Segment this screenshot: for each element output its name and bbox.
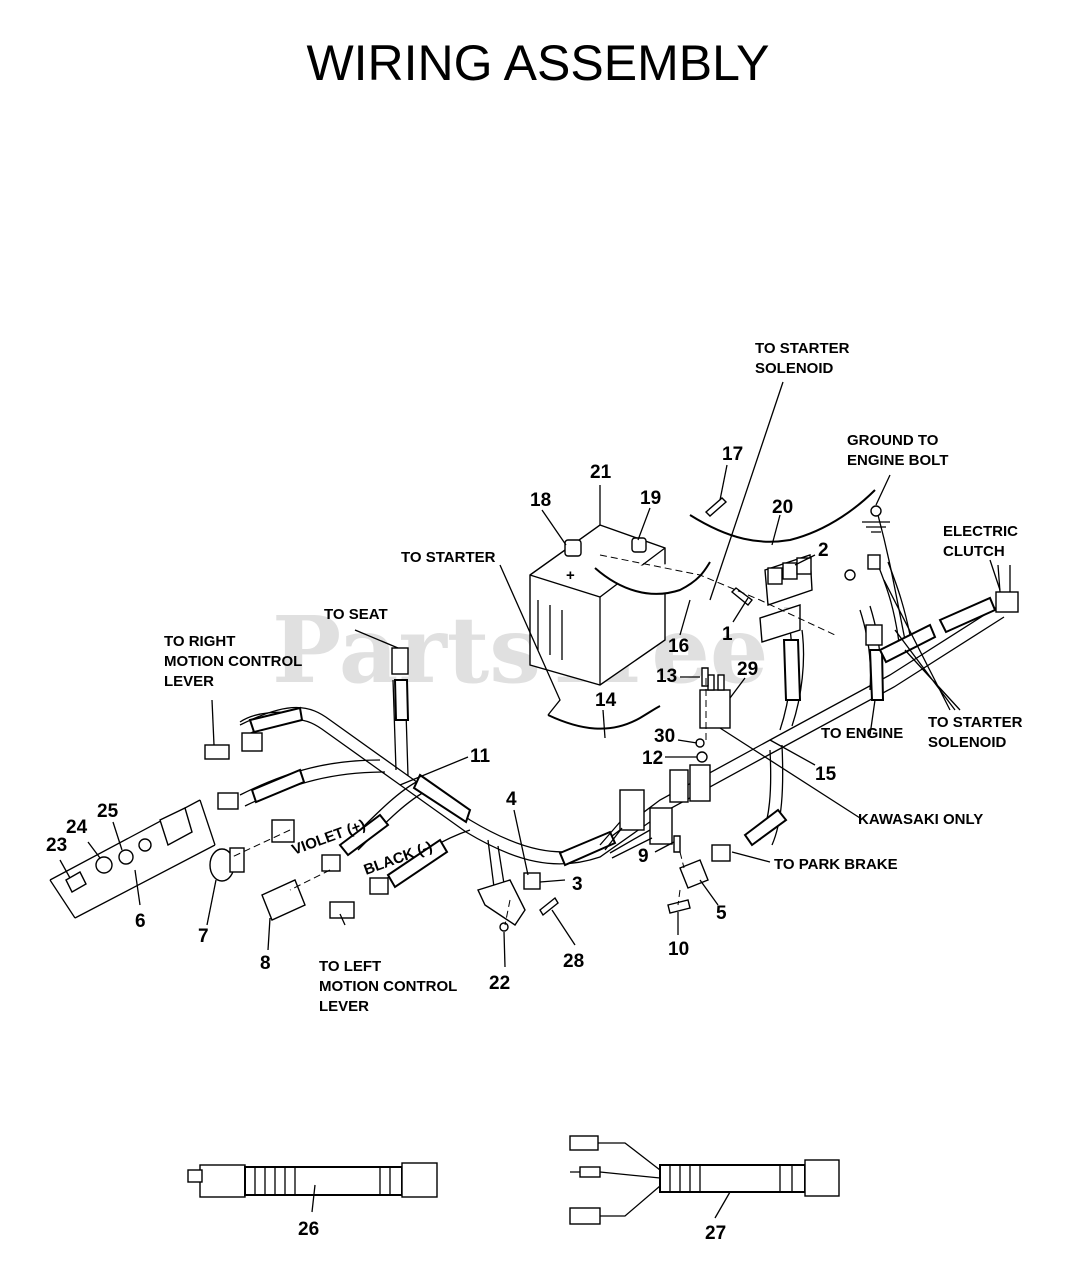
callout-28: 28: [563, 951, 584, 972]
callout-30: 30: [654, 726, 675, 747]
label-left-motion-3: LEVER: [319, 998, 369, 1015]
callout-9: 9: [638, 846, 649, 867]
callout-10: 10: [668, 939, 689, 960]
switch-bracket: [477, 872, 559, 932]
callout-15: 15: [815, 764, 837, 785]
callout-21: 21: [590, 462, 612, 483]
callout-16: 16: [668, 636, 689, 657]
callout-29: 29: [737, 659, 758, 680]
harness-27: [569, 1135, 840, 1225]
callout-8: 8: [260, 953, 271, 974]
ground-cable-20: [689, 489, 876, 543]
label-ground-1: GROUND TO: [847, 432, 939, 449]
switch-8: [261, 879, 306, 921]
callout-23: 23: [46, 835, 67, 856]
callout-27: 27: [705, 1223, 726, 1244]
callout-19: 19: [640, 488, 661, 509]
callout-20: 20: [772, 497, 793, 518]
label-left-motion-1: TO LEFT: [319, 958, 381, 975]
callout-14: 14: [595, 690, 617, 711]
label-left-motion-2: MOTION CONTROL: [319, 978, 457, 995]
label-clutch-1: ELECTRIC: [943, 523, 1018, 540]
leader-lines: [59, 381, 1001, 1219]
solenoid-connector: [865, 624, 883, 646]
battery-plus-mark: +: [566, 567, 575, 584]
right-motion-switch: [204, 744, 230, 760]
clutch-connector: [995, 591, 1019, 613]
engine-terminal: [844, 569, 856, 581]
label-to-starter-solenoid-right-2: SOLENOID: [928, 734, 1007, 751]
relay-module: [759, 554, 813, 643]
harness-connector-block: [599, 764, 711, 859]
callout-13: 13: [656, 666, 677, 687]
meter-connector: [271, 819, 295, 843]
callout-5: 5: [716, 903, 727, 924]
callout-18: 18: [530, 490, 551, 511]
black-connector: [369, 877, 389, 895]
label-to-seat: TO SEAT: [324, 606, 388, 623]
extension-harness-26: [187, 1162, 438, 1198]
kawasaki-solenoid: [699, 674, 731, 729]
label-to-starter-solenoid-right-1: TO STARTER: [928, 714, 1023, 731]
battery-cable-16: [594, 561, 711, 595]
clip-10: [667, 899, 691, 914]
callout-24: 24: [66, 817, 88, 838]
callout-1: 1: [722, 624, 733, 645]
park-brake-connector: [711, 844, 731, 862]
nut-12: [696, 751, 708, 763]
ignition-connector: [217, 792, 239, 810]
label-clutch-2: CLUTCH: [943, 543, 1005, 560]
right-motion-connector: [241, 732, 263, 752]
label-to-starter-solenoid-top-1: TO STARTER: [755, 340, 850, 357]
ground-terminal: [870, 505, 882, 517]
callout-2: 2: [818, 540, 829, 561]
page-title: WIRING ASSEMBLY: [306, 35, 769, 91]
callout-11: 11: [470, 746, 491, 767]
label-to-starter-solenoid-top-2: SOLENOID: [755, 360, 834, 377]
seat-connector: [391, 647, 409, 675]
callout-12: 12: [642, 748, 663, 769]
label-to-park-brake: TO PARK BRAKE: [774, 856, 898, 873]
assembly-dash-lines: [229, 554, 836, 926]
callout-7: 7: [198, 926, 209, 947]
main-harness: [239, 514, 1005, 896]
screw-13: [701, 667, 709, 687]
park-brake-switch: [679, 859, 709, 889]
callout-4: 4: [506, 789, 517, 810]
ignition-switch-group: [49, 799, 216, 919]
hour-meter: [209, 847, 245, 882]
label-right-motion-3: LEVER: [164, 673, 214, 690]
engine-connector: [867, 554, 881, 570]
callout-3: 3: [572, 874, 583, 895]
callout-22: 22: [489, 973, 510, 994]
washer-30: [695, 738, 705, 748]
label-right-motion-2: MOTION CONTROL: [164, 653, 302, 670]
callout-25: 25: [97, 801, 119, 822]
label-ground-2: ENGINE BOLT: [847, 452, 948, 469]
callout-26: 26: [298, 1219, 319, 1240]
screw-9: [673, 835, 681, 853]
left-motion-switch: [329, 901, 355, 919]
label-right-motion-1: TO RIGHT: [164, 633, 235, 650]
label-kawasaki-only: KAWASAKI ONLY: [858, 811, 983, 828]
callout-6: 6: [135, 911, 146, 932]
screw-17: [704, 497, 728, 517]
ground-symbol: [862, 521, 890, 533]
label-to-starter: TO STARTER: [401, 549, 496, 566]
label-to-engine: TO ENGINE: [821, 725, 903, 742]
violet-connector: [321, 854, 341, 872]
callout-17: 17: [722, 444, 743, 465]
